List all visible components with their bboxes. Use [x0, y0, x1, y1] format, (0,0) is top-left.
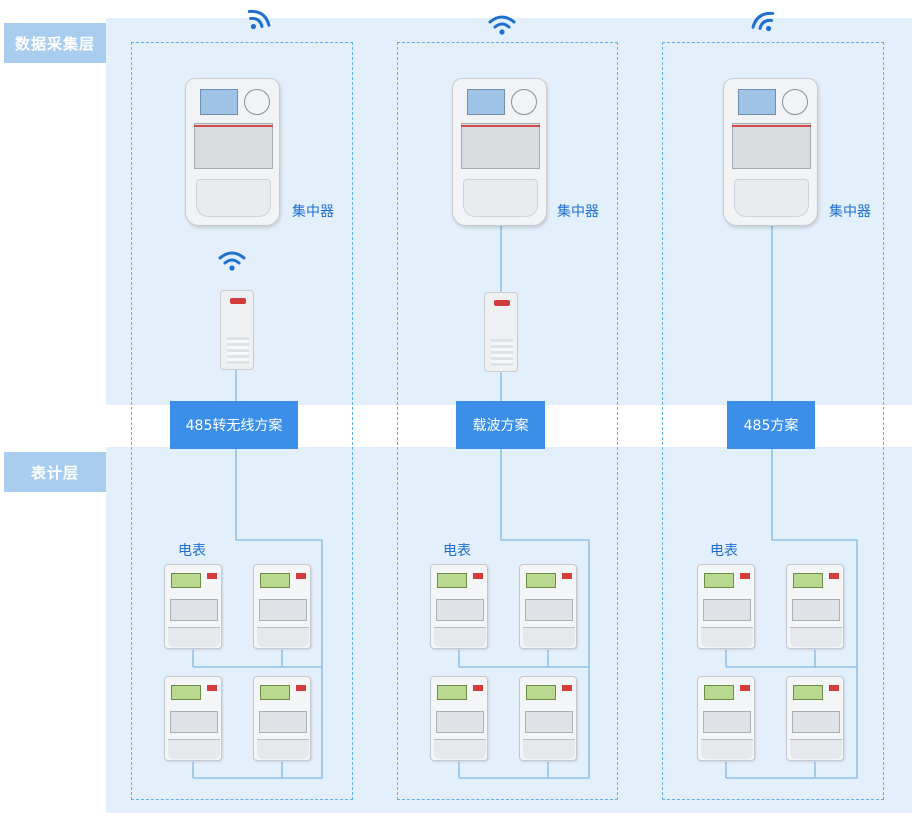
electric-meter	[253, 564, 311, 649]
electric-meter	[430, 676, 488, 761]
concentrator-device	[723, 78, 818, 226]
concentrator-label: 集中器	[557, 204, 599, 220]
wifi-icon	[247, 9, 271, 30]
electric-meter	[164, 676, 222, 761]
electric-meter	[519, 564, 577, 649]
concentrator-label: 集中器	[829, 204, 871, 220]
concentrator-label: 集中器	[292, 204, 334, 220]
electric-meter	[697, 676, 755, 761]
wifi-icon	[488, 15, 516, 35]
scheme-box-485-wireless: 485转无线方案	[170, 401, 298, 449]
meter-layer-label: 表计层	[4, 452, 106, 492]
meter-label: 电表	[178, 543, 206, 559]
electric-meter	[697, 564, 755, 649]
scheme-column-485	[662, 42, 884, 800]
scheme-column-carrier	[397, 42, 618, 800]
electric-meter	[164, 564, 222, 649]
concentrator-device	[185, 78, 280, 226]
carrier-module-device	[484, 292, 518, 372]
scheme-box-carrier: 载波方案	[456, 401, 545, 449]
wireless-module-device	[220, 290, 254, 370]
module-wifi-icon	[218, 251, 246, 271]
concentrator-device	[452, 78, 547, 226]
electric-meter	[519, 676, 577, 761]
electric-meter	[786, 564, 844, 649]
scheme-column-485-wireless	[131, 42, 353, 800]
meter-label: 电表	[443, 543, 471, 559]
meter-label: 电表	[710, 543, 738, 559]
data-acquisition-layer-label: 数据采集层	[4, 23, 106, 63]
electric-meter	[253, 676, 311, 761]
electric-meter	[430, 564, 488, 649]
scheme-box-485: 485方案	[727, 401, 815, 449]
wifi-icon	[751, 11, 775, 32]
electric-meter	[786, 676, 844, 761]
